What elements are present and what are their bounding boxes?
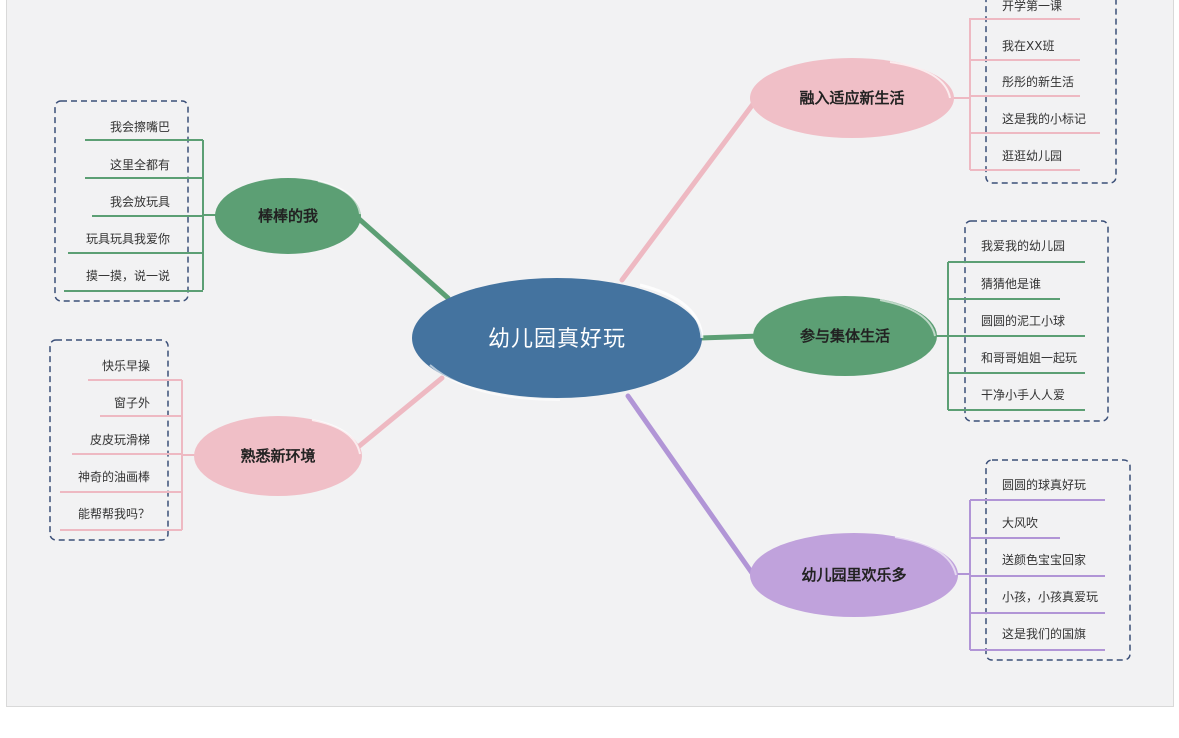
leaf-lines-bangbang: [64, 139, 203, 292]
leaf-item: 我爱我的幼儿园: [981, 238, 1065, 253]
leaf-item: 小孩，小孩真爱玩: [1002, 590, 1098, 604]
node-highlight: [894, 536, 957, 576]
leaf-item: 这里全都有: [110, 157, 170, 172]
leaf-item: 逛逛幼儿园: [1002, 149, 1062, 163]
leaf-lines-leduo: [970, 499, 1105, 651]
leaf-lines-rongru: [970, 18, 1100, 171]
leaf-item: 窗子外: [114, 396, 150, 410]
node-highlight: [889, 61, 951, 99]
branch-shuxi: 快乐早操 窗子外 皮皮玩滑梯 神奇的油画棒 能帮帮我吗？ 熟悉新环境: [49, 339, 362, 541]
leaf-item: 猜猜他是谁: [981, 277, 1041, 291]
connector-rongru: [619, 89, 765, 283]
connector-bangbang: [355, 215, 451, 301]
leaf-box-leduo: [985, 459, 1131, 661]
center-label: 幼儿园真好玩: [488, 327, 626, 352]
connector-canyu: [697, 333, 763, 341]
leaf-item: 摸一摸，说一说: [86, 268, 170, 283]
leaf-item: 圆圆的球真好玩: [1002, 477, 1086, 492]
leaf-item: 和哥哥姐姐一起玩: [981, 351, 1077, 365]
branch-rongru: 开学第一课 我在XX班 彤彤的新生活 这是我的小标记 逛逛幼儿园 融入适应新生活: [750, 0, 1117, 184]
leaf-box-canyu: [964, 220, 1109, 422]
leaf-box-shuxi: [49, 339, 169, 541]
node-highlight: [317, 180, 361, 215]
leaf-item: 干净小手人人爱: [981, 388, 1065, 402]
leaf-item: 皮皮玩滑梯: [90, 433, 150, 447]
branch-node-leduo: [750, 533, 958, 617]
branch-canyu: 我爱我的幼儿园 猜猜他是谁 圆圆的泥工小球 和哥哥姐姐一起玩 干净小手人人爱 参…: [753, 220, 1109, 422]
leaf-item: 送颜色宝宝回家: [1002, 552, 1086, 567]
branch-node-rongru: [750, 58, 954, 138]
branch-node-shuxi: [194, 416, 362, 496]
branch-label-rongru: 融入适应新生活: [799, 89, 904, 107]
branch-node-bangbang: [215, 178, 361, 254]
leaf-item: 能帮帮我吗？: [78, 507, 150, 521]
leaf-item: 我在XX班: [1002, 39, 1054, 53]
leaf-lines-shuxi: [60, 379, 182, 531]
leaf-item: 我会放玩具: [110, 194, 170, 209]
center-highlight: [639, 283, 704, 339]
branch-node-canyu: [753, 296, 937, 376]
leaf-item: 这是我们的国旗: [1002, 626, 1086, 641]
branch-bangbang: 我会擦嘴巴 这里全都有 我会放玩具 玩具玩具我爱你 摸一摸，说一说 棒棒的我: [54, 100, 361, 302]
branch-label-leduo: 幼儿园里欢乐多: [801, 566, 906, 584]
leaf-item: 我会擦嘴巴: [110, 120, 170, 134]
center-ellipse: [412, 278, 702, 398]
center-highlight: [429, 364, 561, 401]
leaf-item: 这是我的小标记: [1002, 111, 1086, 126]
leaf-item: 圆圆的泥工小球: [981, 313, 1065, 328]
branch-leduo: 圆圆的球真好玩 大风吹 送颜色宝宝回家 小孩，小孩真爱玩 这是我们的国旗 幼儿园…: [750, 459, 1131, 661]
leaf-item: 大风吹: [1002, 516, 1038, 530]
leaf-item: 快乐早操: [102, 358, 150, 373]
branch-label-bangbang: 棒棒的我: [258, 207, 318, 225]
branch-label-shuxi: 熟悉新环境: [240, 447, 315, 465]
leaf-box-rongru: [985, 0, 1117, 184]
branch-label-canyu: 参与集体生活: [800, 327, 890, 345]
connector-shuxi: [349, 375, 445, 455]
leaf-item: 玩具玩具我爱你: [86, 232, 170, 246]
leaf-item: 神奇的油画棒: [78, 469, 150, 484]
leaf-item: 开学第一课: [1002, 0, 1062, 13]
leaf-item: 彤彤的新生活: [1002, 74, 1074, 89]
node-highlight: [311, 419, 361, 455]
leaf-lines-canyu: [948, 261, 1085, 411]
connector-leduo: [625, 393, 755, 576]
node-highlight: [879, 299, 936, 337]
center-node: 幼儿园真好玩: [412, 278, 704, 401]
leaf-box-bangbang: [54, 100, 189, 302]
